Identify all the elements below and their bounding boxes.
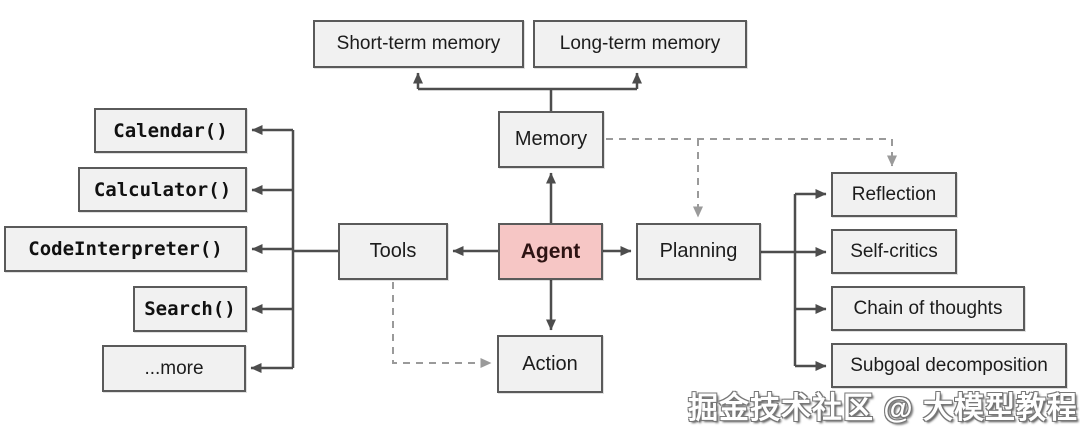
node-long-term-memory: Long-term memory — [533, 20, 747, 68]
node-search: Search() — [133, 286, 247, 332]
node-action: Action — [497, 335, 603, 393]
node-agent: Agent — [498, 223, 603, 280]
node-chain-of-thoughts: Chain of thoughts — [831, 286, 1025, 331]
edge-planning-bus — [761, 194, 797, 366]
node-planning: Planning — [636, 223, 761, 280]
node-code-interpreter: CodeInterpreter() — [4, 226, 247, 272]
edge-tools-bus — [291, 130, 338, 368]
node-reflection: Reflection — [831, 172, 957, 217]
node-calendar: Calendar() — [94, 108, 247, 153]
node-subgoal-decomposition: Subgoal decomposition — [831, 343, 1067, 388]
node-short-term-memory: Short-term memory — [313, 20, 524, 68]
node-more: ...more — [102, 345, 246, 392]
edge-tools-action-dashed — [392, 282, 492, 368]
node-tools: Tools — [338, 223, 448, 280]
node-memory: Memory — [498, 111, 604, 168]
node-calculator: Calculator() — [78, 167, 247, 212]
node-self-critics: Self-critics — [831, 229, 957, 274]
